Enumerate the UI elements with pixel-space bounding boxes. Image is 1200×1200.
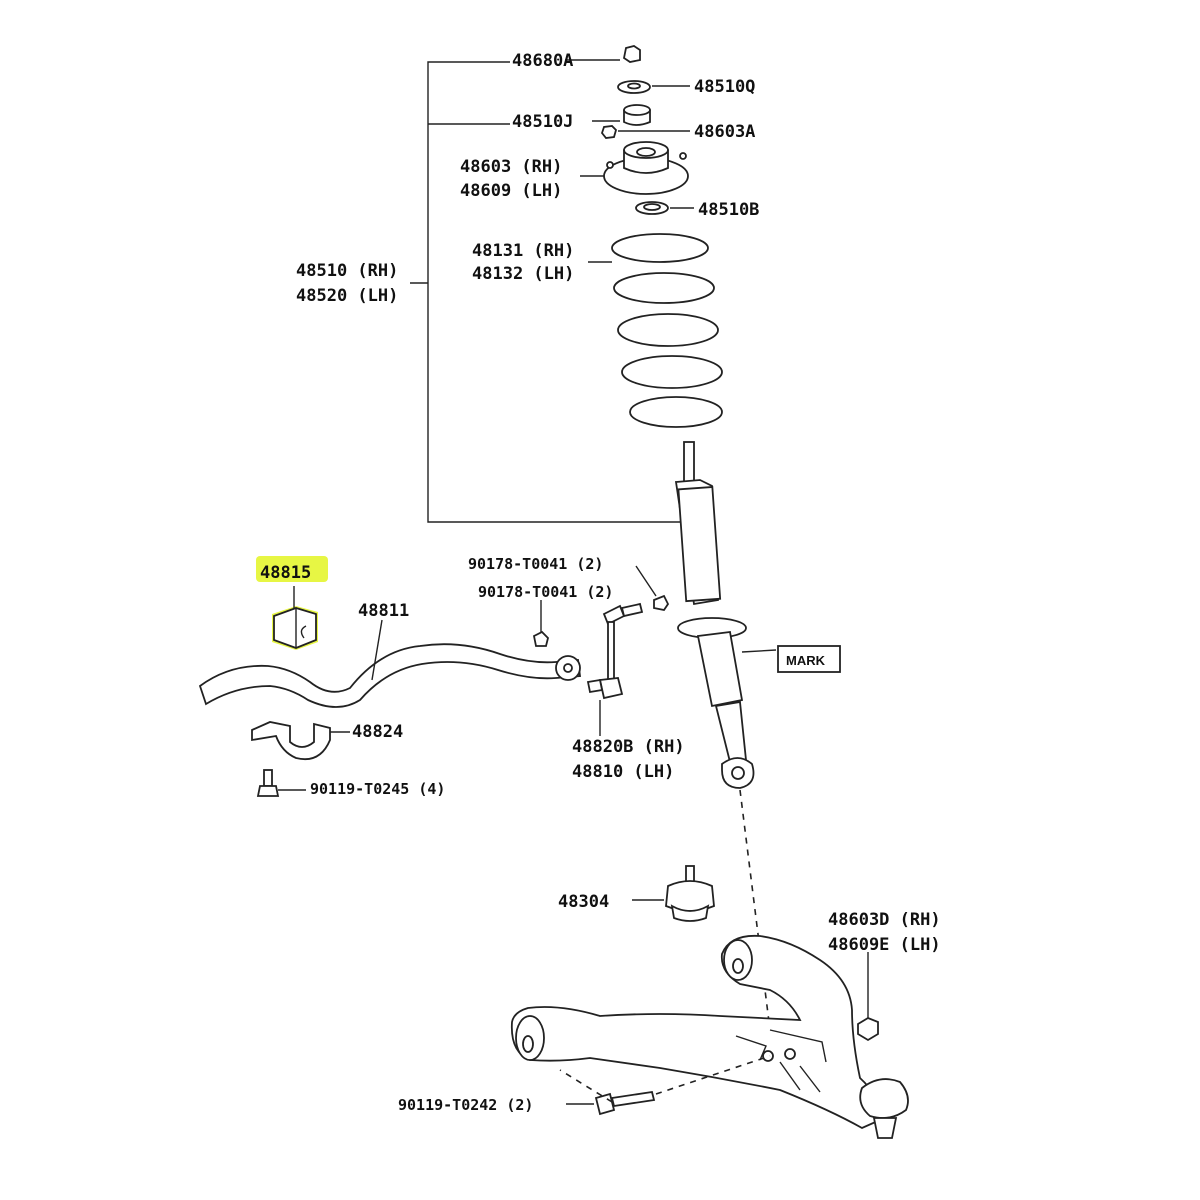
part-48510B-seat — [635, 201, 694, 215]
part-48510-shock-absorber — [674, 441, 777, 789]
label-48820B-rh: 48820B (RH) — [572, 737, 685, 757]
label-48132-lh: 48132 (LH) — [472, 264, 574, 284]
part-48603D-nut — [857, 952, 879, 1042]
label-48304: 48304 — [558, 892, 609, 912]
label-48510B: 48510B — [698, 200, 759, 220]
label-48609-lh: 48609 (LH) — [460, 181, 562, 201]
part-90119-T0242-bolt — [559, 1055, 771, 1116]
part-48603-upper-mount — [580, 141, 689, 195]
part-48603A-nut — [600, 125, 690, 139]
part-90178-T0041-nut-b — [532, 600, 549, 647]
label-48824: 48824 — [352, 722, 403, 742]
label-90119-T0245: 90119-T0245 (4) — [310, 780, 445, 798]
label-48510J: 48510J — [512, 112, 573, 132]
part-48811-stabilizer-bar — [198, 619, 582, 708]
label-90178-T0041-a: 90178-T0041 (2) — [468, 555, 603, 573]
lower-suspension-arm — [510, 934, 881, 1130]
shock-to-arm-guide — [739, 789, 771, 1031]
part-48510J-bushing — [592, 104, 651, 126]
lower-ball-joint — [859, 1078, 909, 1139]
part-48824-bracket — [251, 721, 350, 761]
label-48811: 48811 — [358, 601, 409, 621]
label-48810-lh: 48810 (LH) — [572, 762, 674, 782]
part-48131-coil-spring — [588, 233, 723, 428]
part-labels: 48680A 48510Q 48510J 48603A 48603 (RH) 4… — [260, 51, 941, 1114]
label-48520-lh: 48520 (LH) — [296, 286, 398, 306]
label-48131-rh: 48131 (RH) — [472, 241, 574, 261]
label-90119-T0242: 90119-T0242 (2) — [398, 1096, 533, 1114]
label-90178-T0041-b: 90178-T0041 (2) — [478, 583, 613, 601]
label-48510-rh: 48510 (RH) — [296, 261, 398, 281]
label-48680A: 48680A — [512, 51, 573, 71]
label-48603A: 48603A — [694, 122, 755, 142]
label-48603D-rh: 48603D (RH) — [828, 910, 941, 930]
label-48603-rh: 48603 (RH) — [460, 157, 562, 177]
part-48815-bushing — [273, 586, 317, 649]
mark-label: MARK — [786, 653, 826, 668]
label-48609E-lh: 48609E (LH) — [828, 935, 941, 955]
part-48510Q-washer — [617, 80, 690, 94]
part-90178-T0041-nut-a — [635, 565, 670, 612]
part-48820B-stabilizer-link — [586, 602, 644, 736]
label-48510Q: 48510Q — [694, 77, 755, 97]
label-48815: 48815 — [260, 563, 311, 583]
part-90119-T0245-bolt — [256, 769, 306, 797]
strut-assembly-bracket — [410, 61, 680, 523]
part-48680A-nut — [565, 45, 641, 63]
mark-callout: MARK — [777, 645, 841, 673]
part-48304-bump-stopper — [632, 865, 715, 922]
